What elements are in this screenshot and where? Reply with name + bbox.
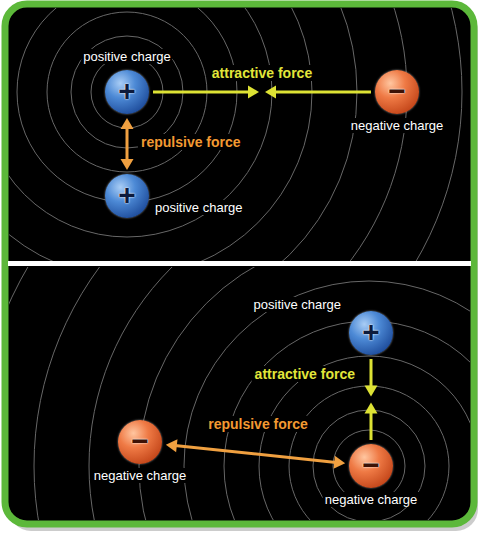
- arrowhead: [365, 403, 378, 414]
- force-line: [274, 91, 371, 94]
- force-arrow: [365, 359, 378, 440]
- negative-charge: −negative charge: [349, 444, 393, 488]
- arrowhead: [365, 386, 378, 397]
- charge-label: negative charge: [349, 118, 446, 133]
- charge-sign: +: [105, 70, 149, 114]
- positive-charge: +positive charge: [349, 311, 393, 355]
- green-frame: [5, 4, 474, 524]
- force-arrow: [153, 86, 371, 99]
- charge-sign: −: [349, 444, 393, 488]
- charge-sign: −: [118, 420, 162, 464]
- charge-label: positive charge: [252, 297, 343, 312]
- charge-sign: +: [105, 174, 149, 218]
- arrowhead: [248, 86, 259, 99]
- force-label: repulsive force: [138, 134, 244, 150]
- arrowhead: [166, 439, 178, 452]
- force-label: attractive force: [209, 65, 315, 81]
- charge-label: negative charge: [323, 492, 420, 507]
- arrowhead: [121, 159, 134, 170]
- field-lines-bottom: [9, 267, 470, 520]
- arrowhead: [121, 118, 134, 129]
- arrowhead: [334, 456, 346, 469]
- force-label: repulsive force: [205, 416, 311, 432]
- force-line: [153, 91, 250, 94]
- charge-label: positive charge: [81, 49, 172, 64]
- positive-charge: +positive charge: [105, 174, 149, 218]
- force-line: [370, 412, 373, 441]
- force-line: [370, 359, 373, 388]
- force-line: [126, 127, 129, 161]
- panel-divider: [8, 261, 471, 266]
- charge-sign: +: [349, 311, 393, 355]
- negative-charge: −negative charge: [375, 70, 419, 114]
- charge-label: positive charge: [153, 200, 244, 215]
- positive-charge: +positive charge: [105, 70, 149, 114]
- negative-charge: −negative charge: [118, 420, 162, 464]
- force-label: attractive force: [252, 366, 358, 382]
- force-line: [175, 446, 336, 463]
- charge-label: negative charge: [92, 468, 189, 483]
- force-arrow: [166, 439, 345, 468]
- field-lines-top: [9, 8, 470, 261]
- force-arrow: [121, 118, 134, 170]
- charge-sign: −: [375, 70, 419, 114]
- arrowhead: [265, 86, 276, 99]
